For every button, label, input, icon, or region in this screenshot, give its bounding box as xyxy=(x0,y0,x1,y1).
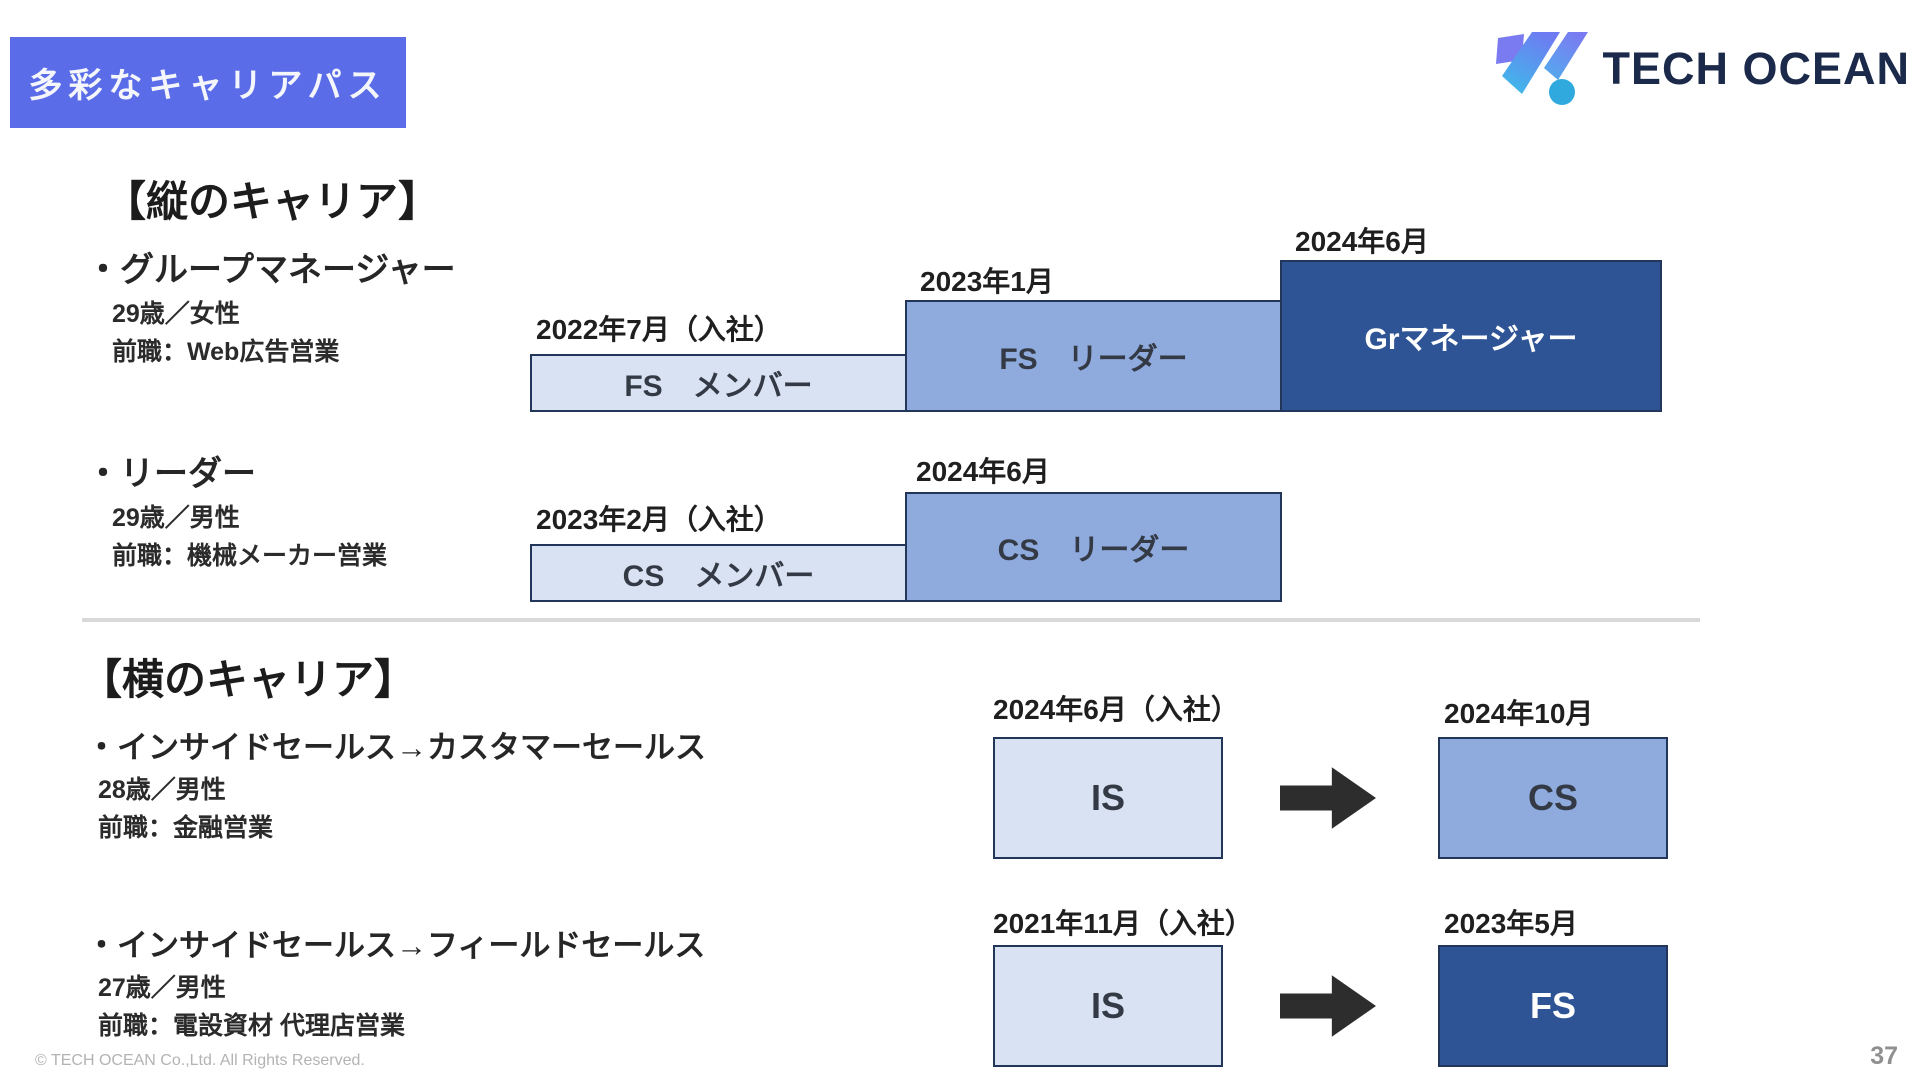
case2-profile: 29歳／男性 前職：機械メーカー営業 xyxy=(112,500,387,575)
case3-to-date: 2024年10月 xyxy=(1444,698,1594,729)
case1-step3-date: 2024年6月 xyxy=(1295,226,1429,257)
case4-to-date: 2023年5月 xyxy=(1444,908,1578,939)
case1-step3-bar: Grマネージャー xyxy=(1280,260,1662,412)
case2-step2-date: 2024年6月 xyxy=(916,456,1050,487)
case1-step1-date: 2022年7月（入社） xyxy=(536,314,782,345)
slide-title-label: 多彩なキャリアパス xyxy=(28,67,388,105)
case3-to-box: CS xyxy=(1438,737,1668,859)
case1-profile-line2: 前職：Web広告営業 xyxy=(112,337,340,366)
case1-profile-line1: 29歳／女性 xyxy=(112,300,240,328)
case1-step2-date: 2023年1月 xyxy=(920,266,1054,297)
case4-profile-line2: 前職：電設資材 代理店営業 xyxy=(98,1011,405,1040)
case2-step1-bar: CS メンバー xyxy=(530,544,907,602)
case3-profile-line1: 28歳／男性 xyxy=(98,776,226,804)
case1-profile: 29歳／女性 前職：Web広告営業 xyxy=(112,296,339,371)
vertical-section-heading: 【縦のキャリア】 xyxy=(104,178,441,225)
case3-from-box: IS xyxy=(993,737,1223,859)
tech-ocean-logo: TECH OCEAN xyxy=(1496,28,1910,110)
case4-title: ・インサイドセールス→フィールドセールス xyxy=(86,928,706,963)
case2-step2-bar: CS リーダー xyxy=(905,492,1282,602)
copyright-text: © TECH OCEAN Co.,Ltd. All Rights Reserve… xyxy=(35,1052,365,1069)
page-number: 37 xyxy=(1870,1042,1898,1070)
case3-title: ・インサイドセールス→カスタマーセールス xyxy=(86,730,706,765)
case1-step2-bar: FS リーダー xyxy=(905,300,1282,412)
case1-step1-bar: FS メンバー xyxy=(530,354,907,412)
horizontal-section-heading: 【横のキャリア】 xyxy=(80,656,417,703)
slide-title-badge: 多彩なキャリアパス xyxy=(10,37,406,128)
case3-from-date: 2024年6月（入社） xyxy=(993,694,1239,725)
section-divider xyxy=(82,618,1700,622)
case2-profile-line2: 前職：機械メーカー営業 xyxy=(112,541,388,570)
tech-ocean-logo-text: TECH OCEAN xyxy=(1602,43,1910,94)
case4-from-date: 2021年11月（入社） xyxy=(993,908,1253,939)
case4-profile-line1: 27歳／男性 xyxy=(98,974,226,1002)
case3-profile-line2: 前職：金融営業 xyxy=(98,813,274,842)
case4-to-box: FS xyxy=(1438,945,1668,1067)
case2-title: ・リーダー xyxy=(86,455,256,493)
case3-profile: 28歳／男性 前職：金融営業 xyxy=(98,772,273,847)
right-arrow-icon xyxy=(1280,975,1376,1037)
case1-title: ・グループマネージャー xyxy=(86,251,456,289)
case2-step1-date: 2023年2月（入社） xyxy=(536,504,782,535)
case2-profile-line1: 29歳／男性 xyxy=(112,504,240,532)
tech-ocean-logo-icon xyxy=(1496,32,1589,105)
right-arrow-icon xyxy=(1280,767,1376,829)
case4-from-box: IS xyxy=(993,945,1223,1067)
case4-profile: 27歳／男性 前職：電設資材 代理店営業 xyxy=(98,970,405,1045)
